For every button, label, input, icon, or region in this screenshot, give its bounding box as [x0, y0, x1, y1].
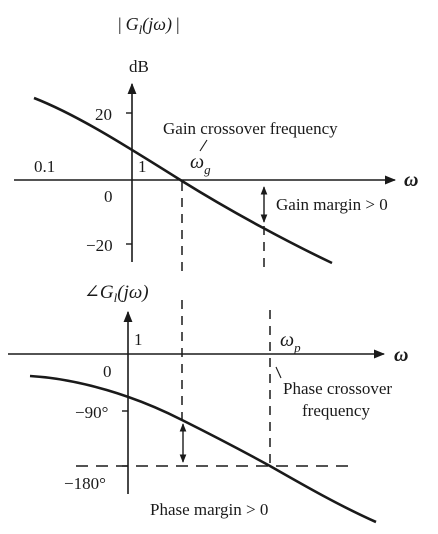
magnitude-plot: |Gl(jω)| dB 20 0 −20 0.1 1 ω ωg Gain cro… [14, 14, 418, 272]
gain-margin-label: Gain margin > 0 [276, 195, 388, 214]
phase-plot: ∠Gl(jω) 1 0 −90° −180° ω Phase margin > … [8, 282, 408, 524]
tick-label-20: 20 [95, 105, 112, 124]
freq-label-1: 1 [138, 157, 147, 176]
magnitude-title: |Gl(jω)| [118, 14, 180, 37]
omega-g-label: ωg [190, 151, 211, 177]
phase-title: ∠Gl(jω) [84, 282, 149, 305]
tick-label-0: 0 [104, 187, 113, 206]
magnitude-unit-label: dB [129, 57, 149, 76]
freq-label-0-1: 0.1 [34, 157, 55, 176]
phase-freq-label-1: 1 [134, 330, 143, 349]
omega-p-label: ωp [280, 329, 301, 355]
phase-omega-label: ω [394, 344, 408, 366]
tick-label-neg20: −20 [86, 236, 113, 255]
phase-tick-label-neg180: −180° [64, 474, 106, 493]
phase-tick-label-0: 0 [103, 362, 112, 381]
phase-crossover-label-line2: frequency [302, 401, 370, 420]
gain-crossover-label: Gain crossover frequency [163, 119, 338, 138]
phase-margin-label: Phase margin > 0 [150, 500, 268, 519]
magnitude-curve [33, 96, 333, 265]
gain-crossover-leader [199, 139, 208, 152]
phase-crossover-leader [275, 366, 282, 379]
magnitude-omega-label: ω [404, 169, 418, 191]
phase-curve [29, 374, 377, 524]
phase-tick-label-neg90: −90° [75, 403, 108, 422]
phase-crossover-label-line1: Phase crossover [283, 379, 392, 398]
